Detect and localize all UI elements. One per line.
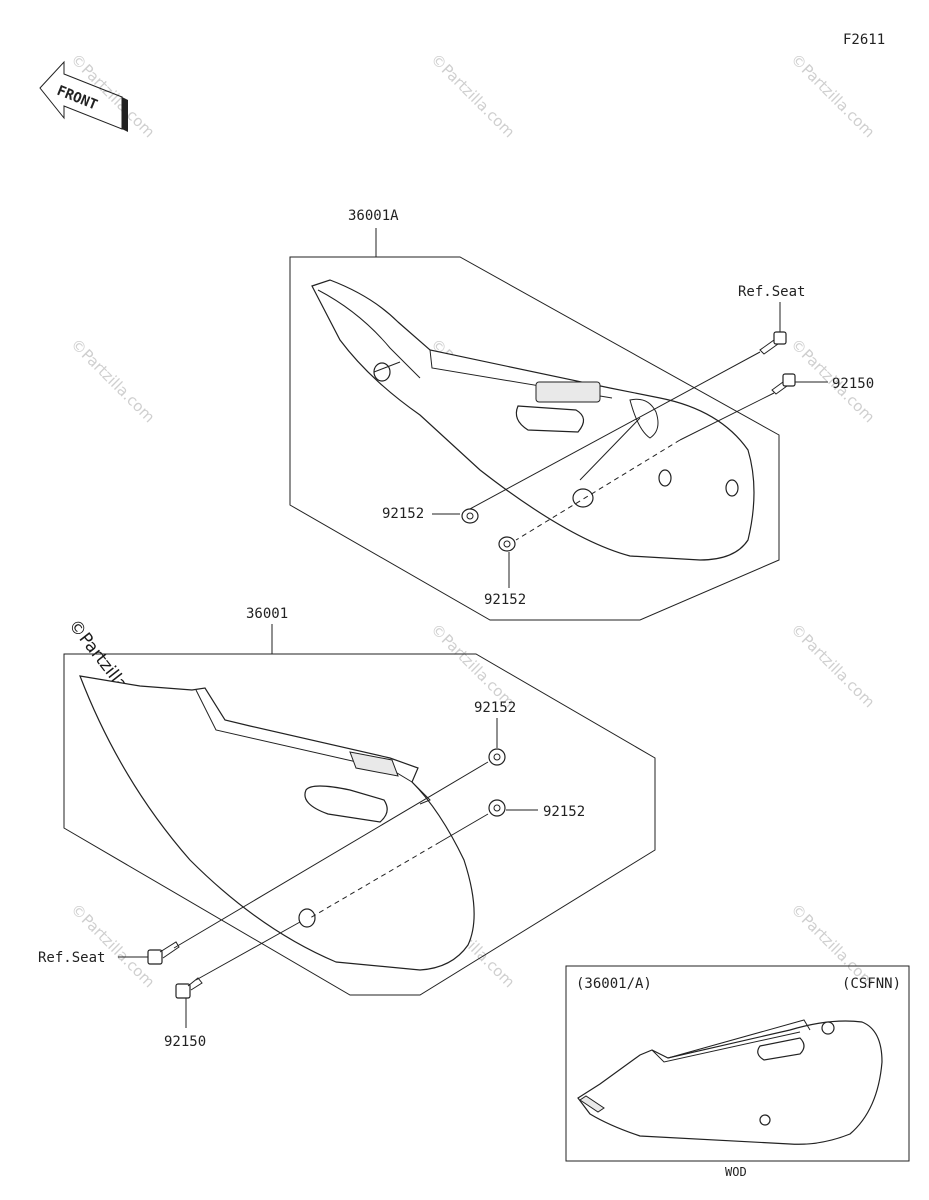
lower-bolt-92150: [175, 977, 203, 999]
upper-washer-left-label: 92152: [382, 506, 424, 522]
watermark-9: ©Partzilla.com: [787, 620, 878, 711]
inset-panel: (36001/A) (CSFNN) WOD: [565, 965, 910, 1179]
inset-caption: WOD: [725, 1165, 747, 1179]
lower-part-number: 36001: [246, 606, 288, 622]
upper-bolt-label: 92150: [832, 376, 874, 392]
upper-bolt-92150: [771, 373, 796, 395]
inset-left-label: (36001/A): [576, 976, 652, 992]
upper-ref-seat-bolt: [759, 331, 787, 355]
lower-assembly: 36001 92152 92152 Ref.Seat: [38, 606, 656, 1050]
inset-side-cover: [577, 1020, 883, 1145]
upper-ref-seat-label: Ref.Seat: [738, 284, 805, 300]
lower-side-cover: [79, 675, 475, 971]
inset-right-label: (CSFNN): [842, 976, 901, 992]
figure-code: F2611: [843, 32, 885, 48]
lower-bolt-label: 92150: [164, 1034, 206, 1050]
lower-washer-top-label: 92152: [474, 700, 516, 716]
lower-assembly-frame: [63, 653, 656, 996]
watermark-8: ©Partzilla.com: [427, 620, 518, 711]
watermark-3: ©Partzilla.com: [787, 50, 878, 141]
lower-washer-right-label: 92152: [543, 804, 585, 820]
inset-frame: [565, 965, 910, 1162]
lower-washer-top: [488, 748, 506, 766]
upper-washer-left: [461, 508, 479, 524]
upper-part-number: 36001A: [348, 208, 399, 224]
upper-washer-bottom: [498, 536, 516, 552]
watermark-4: ©Partzilla.com: [67, 335, 158, 426]
watermark-2: ©Partzilla.com: [427, 50, 518, 141]
upper-washer-bottom-label: 92152: [484, 592, 526, 608]
watermark-10: ©Partzilla.com: [67, 900, 158, 991]
upper-assembly-frame: [289, 256, 780, 621]
upper-assembly: 36001A Ref.Seat 92150 92152: [289, 208, 874, 621]
lower-washer-right: [488, 799, 506, 817]
lower-ref-seat-bolt: [147, 941, 180, 965]
lower-ref-seat-label: Ref.Seat: [38, 950, 105, 966]
